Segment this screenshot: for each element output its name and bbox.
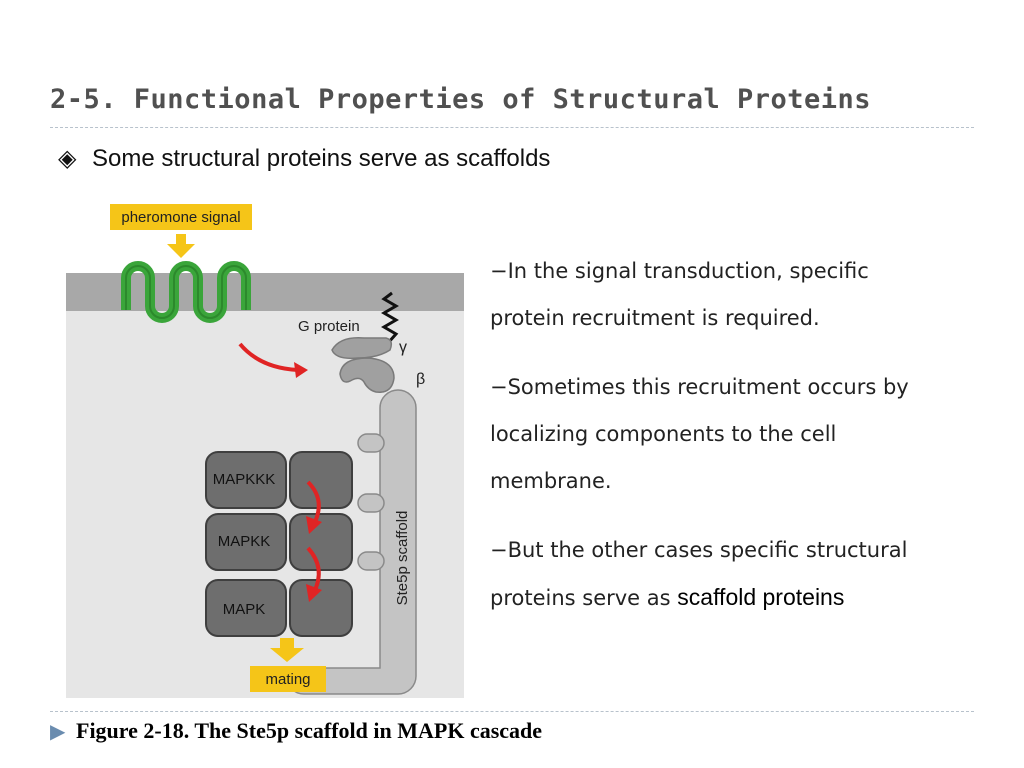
main-bullet: ◈ Some structural proteins serve as scaff…: [58, 144, 550, 173]
mating-arrow: [270, 638, 304, 662]
g-protein-label: G protein: [298, 318, 360, 335]
pheromone-label: pheromone signal: [121, 209, 240, 226]
mapk-block-right: [289, 579, 353, 637]
mapkk-block-right: [289, 513, 353, 571]
pheromone-arrow: [167, 234, 195, 258]
gamma-label: γ: [399, 339, 407, 356]
mapk-label: MAPK: [223, 601, 266, 618]
scaffold-bump: [357, 493, 385, 513]
ste5p-scaffold-diagram: pheromone signal G protein γ β Ste5p sca…: [66, 204, 464, 698]
mapkk-block: [205, 513, 287, 571]
paragraph-3-text: −But the other cases specific structural…: [490, 538, 908, 610]
mapkkk-block: [205, 451, 287, 509]
explanation-text: −In the signal transduction, specific pr…: [490, 248, 940, 644]
paragraph-2-text: −Sometimes this recruitment occurs by lo…: [490, 375, 909, 493]
title-divider: [50, 127, 974, 128]
scaffold-proteins-term: scaffold proteins: [677, 584, 845, 610]
scaffold-label: Ste5p scaffold: [394, 511, 411, 606]
beta-label: β: [416, 371, 425, 388]
diamond-in-diamond-icon: ◈: [58, 145, 77, 172]
paragraph-1: −In the signal transduction, specific pr…: [490, 248, 940, 342]
paragraph-2: −Sometimes this recruitment occurs by lo…: [490, 364, 940, 505]
pheromone-label-box: [110, 204, 252, 230]
g-beta-subunit: [339, 357, 395, 393]
mating-label-box: [250, 666, 326, 692]
cell-membrane: [66, 273, 464, 311]
paragraph-1-text: −In the signal transduction, specific pr…: [490, 259, 869, 330]
mapk-block: [205, 579, 287, 637]
recruitment-arrow: [238, 342, 299, 372]
caption-text: Figure 2-18. The Ste5p scaffold in MAPK …: [76, 718, 543, 743]
mapkkk-block-right: [289, 451, 353, 509]
figure-caption: ▶ Figure 2-18. The Ste5p scaffold in MAPK…: [50, 718, 542, 744]
g-gamma-subunit: [331, 337, 393, 360]
mating-label: mating: [265, 671, 310, 688]
scaffold-bump: [357, 551, 385, 571]
paragraph-3: −But the other cases specific structural…: [490, 527, 940, 622]
triangle-right-icon: ▶: [50, 720, 66, 743]
mapkk-label: MAPKK: [218, 533, 271, 550]
lipid-anchor-icon: [381, 291, 399, 344]
main-bullet-text: Some structural proteins serve as scaffo…: [92, 145, 551, 172]
mapkkk-label: MAPKKK: [213, 471, 276, 488]
scaffold-bump: [357, 433, 385, 453]
slide-title: 2-5. Functional Properties of Structural…: [50, 84, 872, 115]
caption-divider: [50, 711, 974, 712]
